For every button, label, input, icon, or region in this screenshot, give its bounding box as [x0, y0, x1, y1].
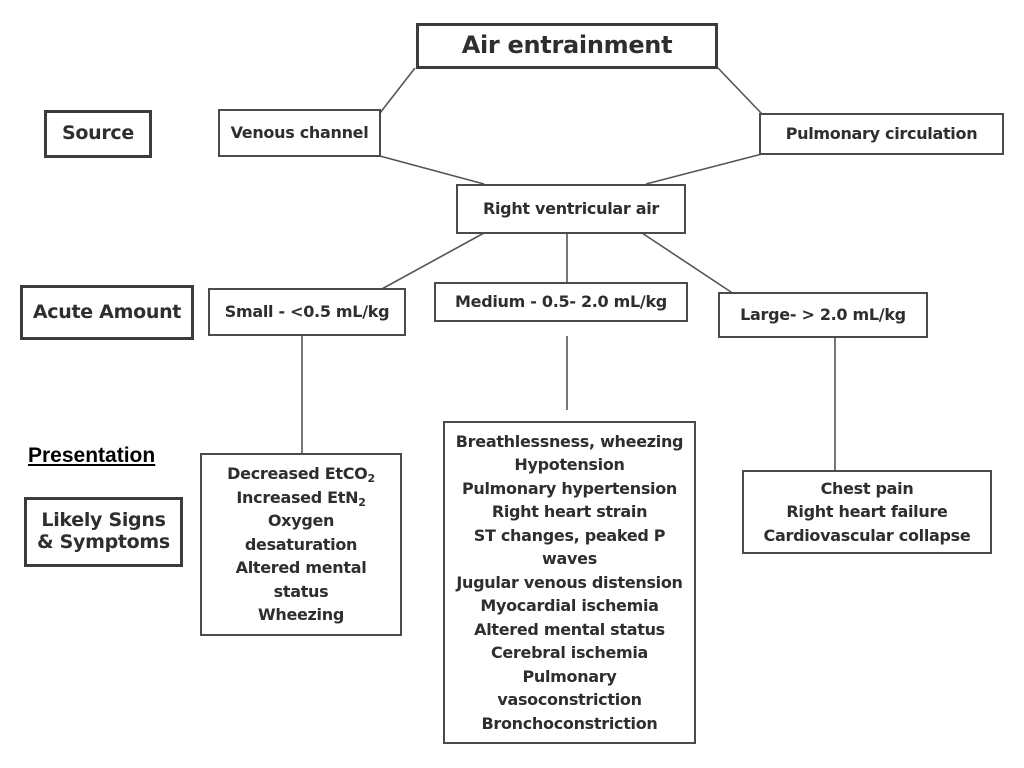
source-label: Source — [62, 122, 134, 145]
symptom-medium-item: Pulmonary — [522, 666, 617, 686]
symptom-medium-item: Breathlessness, wheezing — [455, 431, 684, 451]
symptom-large-item: Right heart failure — [786, 502, 948, 522]
symptom-medium-item: Cerebral ischemia — [490, 643, 649, 663]
right-ventricular-air-label: Right ventricular air — [482, 198, 660, 218]
symptom-medium-item: waves — [542, 549, 597, 569]
pulmonary-circulation-node: Pulmonary circulation — [759, 113, 1004, 155]
acute-amount-label: Acute Amount — [32, 300, 182, 323]
symptom-medium-item: Bronchoconstriction — [481, 713, 658, 733]
symptom-small-item: Decreased EtCO2 — [227, 464, 375, 486]
symptom-medium-item: Pulmonary hypertension — [461, 478, 678, 498]
symptom-small-item: Wheezing — [258, 605, 344, 625]
symptom-medium-item: Jugular venous distension — [456, 572, 683, 592]
symptoms-small-box: Decreased EtCO2 Increased EtN2 Oxygen de… — [200, 453, 402, 636]
right-ventricular-air-node: Right ventricular air — [456, 184, 686, 234]
symptom-small-item: Oxygen — [267, 511, 335, 531]
title-box: Air entrainment — [416, 23, 718, 69]
symptom-small-item: desaturation — [244, 534, 358, 554]
likely-signs-label-box: Likely Signs & Symptoms — [24, 497, 183, 567]
symptom-small-item: status — [273, 581, 329, 601]
symptoms-large-box: Chest pain Right heart failure Cardiovas… — [742, 470, 992, 554]
venous-channel-label: Venous channel — [230, 122, 369, 142]
amount-medium-label: Medium - 0.5- 2.0 mL/kg — [455, 291, 667, 311]
amount-small-node: Small - <0.5 mL/kg — [208, 288, 406, 336]
amount-large-label: Large- > 2.0 mL/kg — [740, 304, 906, 324]
likely-signs-label-line-1: Likely Signs — [41, 509, 166, 532]
symptom-medium-item: vasoconstriction — [497, 690, 642, 710]
pulmonary-circulation-label: Pulmonary circulation — [785, 123, 978, 143]
likely-signs-label-line-2: & Symptoms — [37, 531, 170, 553]
amount-medium-node: Medium - 0.5- 2.0 mL/kg — [434, 282, 688, 322]
symptom-medium-item: Myocardial ischemia — [480, 596, 659, 616]
symptom-small-item: Altered mental — [235, 558, 367, 578]
venous-channel-node: Venous channel — [218, 109, 381, 157]
connector-title-pulmonary — [717, 67, 763, 115]
connector-pulmonary-rv — [645, 153, 763, 185]
connector-rv-small — [379, 232, 485, 291]
amount-small-label: Small - <0.5 mL/kg — [224, 301, 390, 321]
symptom-small-item: Increased EtN2 — [236, 487, 366, 509]
presentation-label: Presentation — [28, 444, 156, 467]
amount-large-node: Large- > 2.0 mL/kg — [718, 292, 928, 338]
symptom-large-item: Chest pain — [820, 478, 914, 498]
symptom-large-item: Cardiovascular collapse — [763, 525, 971, 545]
symptom-medium-item: Hypotension — [514, 455, 625, 475]
symptoms-medium-box: Breathlessness, wheezing Hypotension Pul… — [443, 421, 696, 744]
connector-rv-large — [641, 232, 735, 295]
source-label-box: Source — [44, 110, 152, 158]
symptom-medium-item: Altered mental status — [474, 619, 665, 639]
connector-title-venous — [379, 67, 416, 114]
diagram-title: Air entrainment — [461, 31, 673, 60]
symptom-medium-item: ST changes, peaked P — [473, 525, 666, 545]
connector-venous-rv — [379, 155, 485, 185]
acute-amount-label-box: Acute Amount — [20, 285, 194, 340]
symptom-medium-item: Right heart strain — [491, 502, 648, 522]
